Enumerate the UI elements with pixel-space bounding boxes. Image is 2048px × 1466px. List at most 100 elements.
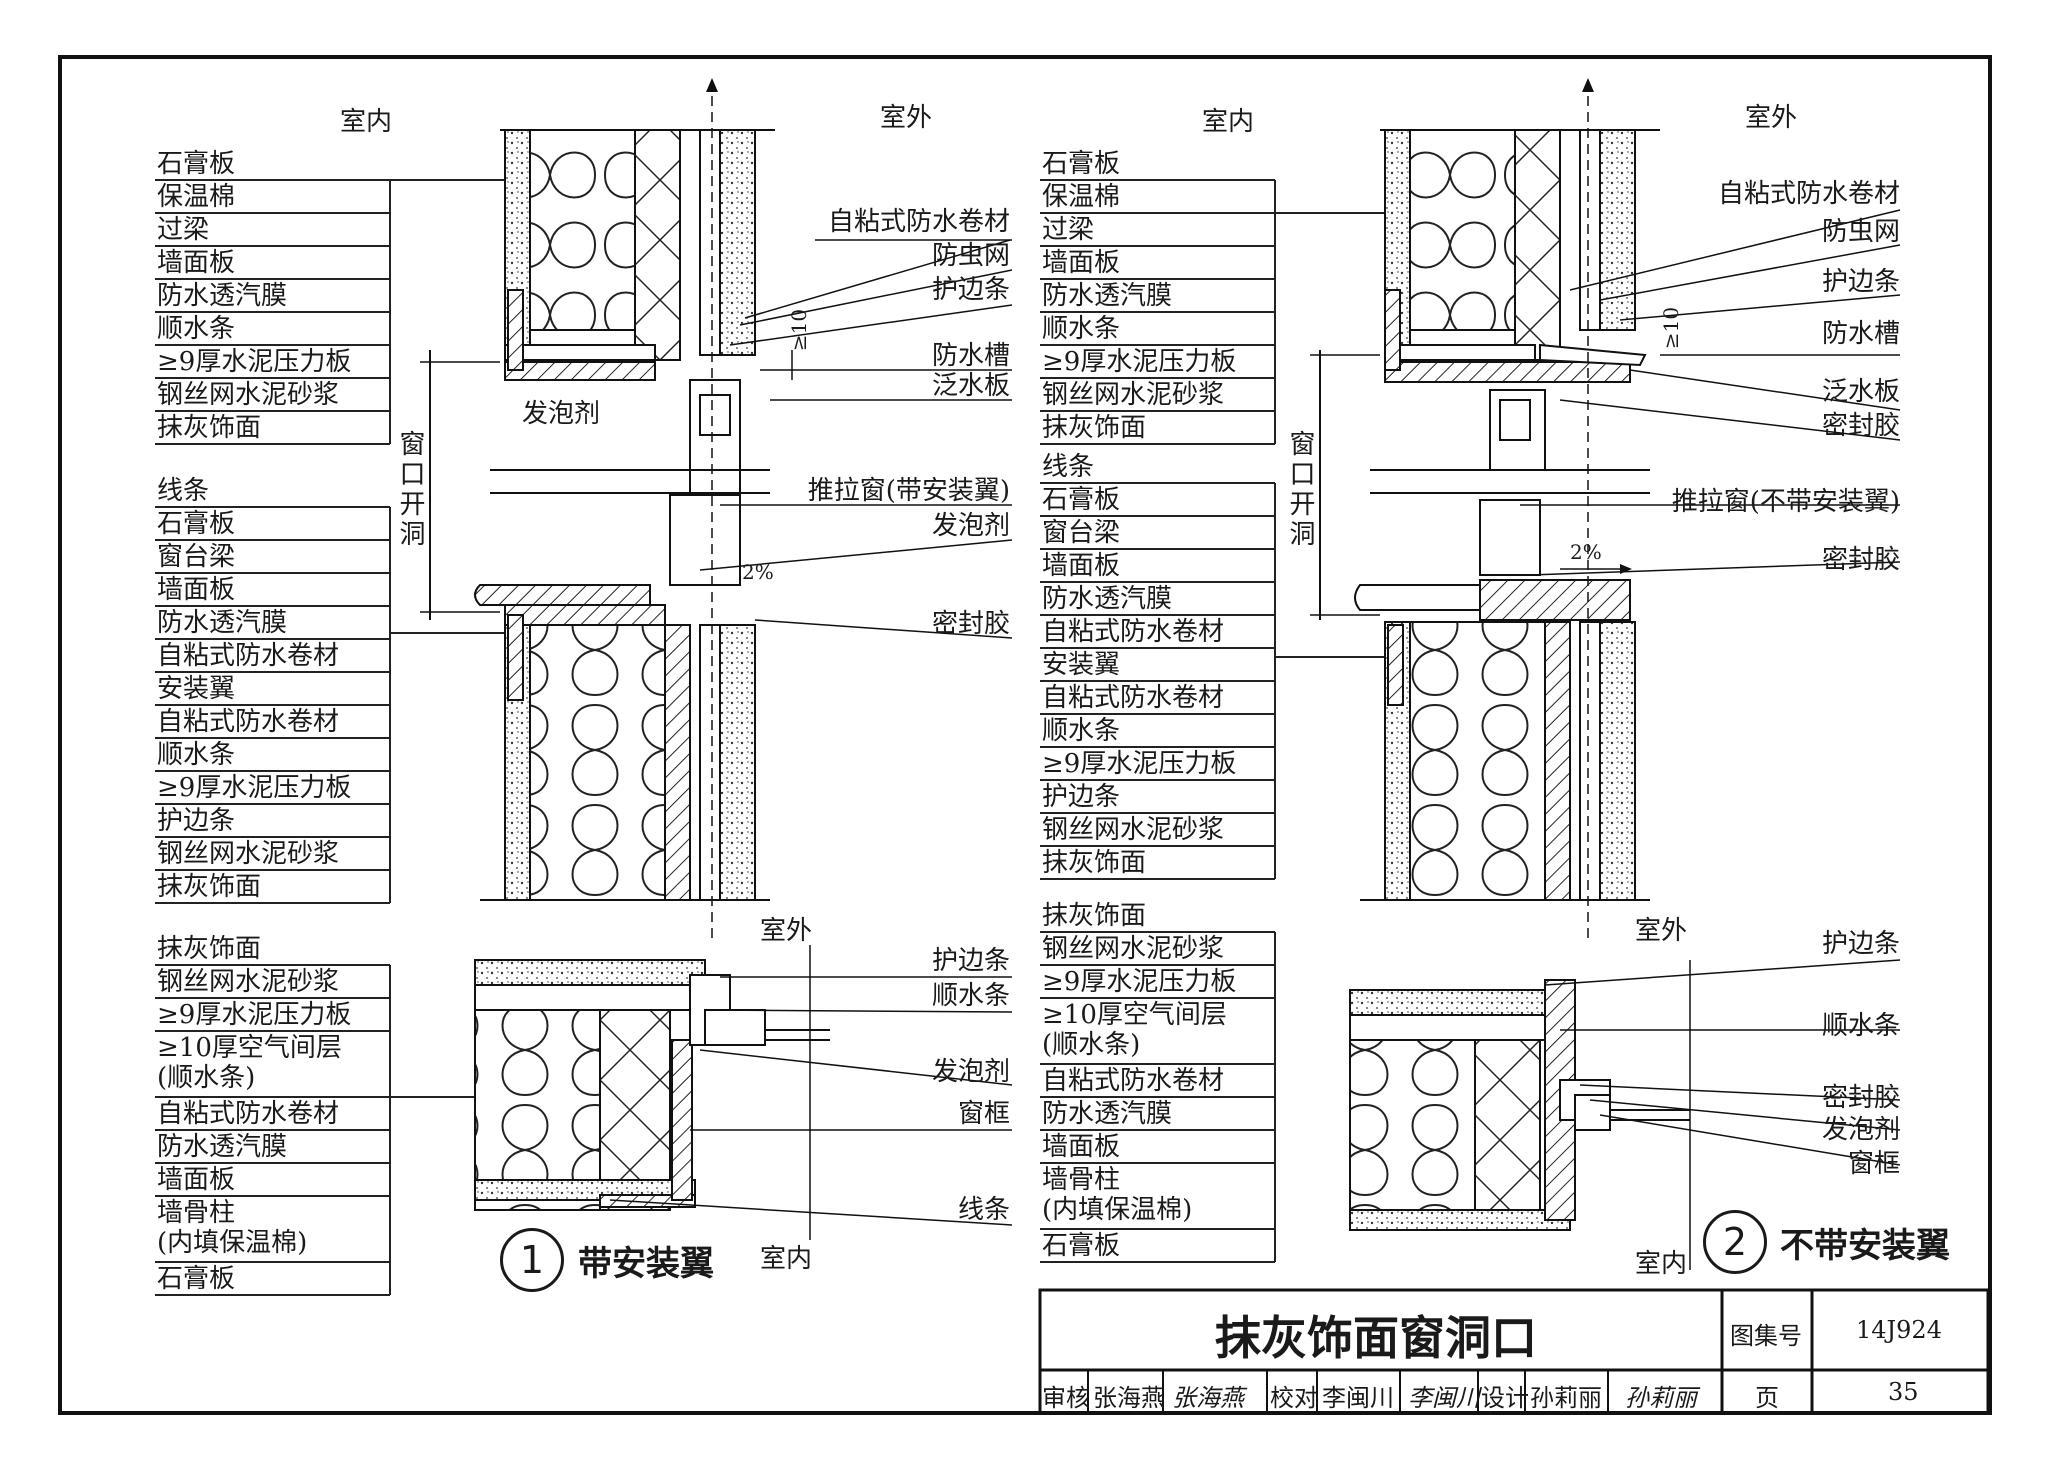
reviewer-signature: 张海燕 xyxy=(1172,1384,1244,1412)
list-item: 墙面板 xyxy=(157,575,236,605)
d1-plan-outdoor: 室外 xyxy=(760,916,813,946)
list-item: 钢丝网水泥砂浆 xyxy=(1042,934,1225,964)
list-item: 防虫网 xyxy=(1821,217,1900,247)
list-item: 防水槽 xyxy=(931,341,1010,371)
checker-signature: 李闽川 xyxy=(1408,1384,1480,1412)
d2-slope-label: 2% xyxy=(1570,540,1602,564)
list-item: 抹灰饰面 xyxy=(1042,901,1147,931)
list-item: 过梁 xyxy=(1042,215,1095,245)
d1-opening-label: 窗口开洞 xyxy=(395,430,425,550)
list-item: 石膏板 xyxy=(157,149,236,179)
sheet-border xyxy=(58,55,1992,1415)
d1-indoor-label: 室内 xyxy=(340,107,393,137)
d2-detail-title: 不带安装翼 xyxy=(1780,1226,1950,1266)
list-item: 墙骨柱 xyxy=(1042,1165,1121,1195)
list-item: 自粘式防水卷材 xyxy=(1042,683,1225,713)
list-item: 钢丝网水泥砂浆 xyxy=(157,967,340,997)
d1-dim-label: ≥10 xyxy=(787,308,812,352)
list-item: 护边条 xyxy=(1821,929,1900,959)
list-item: 护边条 xyxy=(1042,782,1121,812)
list-item: 顺水条 xyxy=(1821,1011,1900,1041)
list-item: 钢丝网水泥砂浆 xyxy=(1042,815,1225,845)
page-number: 35 xyxy=(1888,1378,1919,1406)
list-item: 石膏板 xyxy=(157,509,236,539)
list-item: (内填保温棉) xyxy=(157,1228,308,1258)
d2-dim-label: ≥10 xyxy=(1659,306,1684,350)
drawing-title: 抹灰饰面窗洞口 xyxy=(1215,1311,1537,1365)
list-item: 防虫网 xyxy=(931,241,1010,271)
list-item: (顺水条) xyxy=(157,1063,256,1093)
d1-foam-label: 发泡剂 xyxy=(522,399,601,429)
list-item: 线条 xyxy=(157,476,210,506)
list-item: ≥9厚水泥压力板 xyxy=(1042,347,1237,377)
list-item: 自粘式防水卷材 xyxy=(157,1099,340,1129)
list-item: 线条 xyxy=(957,1195,1010,1225)
list-item: 护边条 xyxy=(931,946,1010,976)
d1-plan-indoor: 室内 xyxy=(760,1244,813,1274)
detail-2-label-table xyxy=(1040,179,1560,1263)
list-item: 抹灰饰面 xyxy=(1042,413,1147,443)
list-item: 发泡剂 xyxy=(931,511,1010,541)
detail-1-section xyxy=(155,78,1013,1296)
list-item: 钢丝网水泥砂浆 xyxy=(1042,380,1225,410)
list-item: 过梁 xyxy=(157,215,210,245)
d2-plan-outdoor: 室外 xyxy=(1635,916,1688,946)
list-item: 顺水条 xyxy=(931,981,1010,1011)
d1-detail-title: 带安装翼 xyxy=(578,1244,714,1284)
list-item: 顺水条 xyxy=(1042,314,1121,344)
list-item: 防水透汽膜 xyxy=(1042,281,1173,311)
list-item: 窗框 xyxy=(957,1099,1010,1129)
list-item: 密封胶 xyxy=(1821,411,1900,441)
list-item: ≥9厚水泥压力板 xyxy=(157,347,352,377)
list-item: 护边条 xyxy=(1821,267,1900,297)
list-item: 保温棉 xyxy=(1042,182,1121,212)
list-item: 发泡剂 xyxy=(1821,1115,1900,1145)
list-item: 抹灰饰面 xyxy=(157,934,262,964)
list-item: 自粘式防水卷材 xyxy=(157,707,340,737)
d2-plan-indoor: 室内 xyxy=(1635,1249,1688,1279)
list-item: 自粘式防水卷材 xyxy=(157,641,340,671)
list-item: 安装翼 xyxy=(1042,650,1121,680)
list-item: 抹灰饰面 xyxy=(157,872,262,902)
designer-signature: 孙莉丽 xyxy=(1625,1384,1697,1412)
list-item: 泛水板 xyxy=(1821,377,1900,407)
design-label: 设计 xyxy=(1481,1384,1529,1412)
d2-outdoor-label: 室外 xyxy=(1745,103,1798,133)
detail-1-plan xyxy=(474,945,1013,1240)
title-block xyxy=(1038,1288,1990,1415)
list-item: 发泡剂 xyxy=(931,1057,1010,1087)
list-item: 墙面板 xyxy=(157,248,236,278)
list-item: 钢丝网水泥砂浆 xyxy=(157,380,340,410)
list-item: 保温棉 xyxy=(157,182,236,212)
list-item: 顺水条 xyxy=(157,314,236,344)
list-item: 自粘式防水卷材 xyxy=(1717,179,1900,209)
atlas-number: 14J924 xyxy=(1856,1316,1942,1344)
list-item: ≥10厚空气间层 xyxy=(1042,1000,1227,1030)
page-label: 页 xyxy=(1755,1384,1779,1412)
list-item: 线条 xyxy=(1042,452,1095,482)
designer-name: 孙莉丽 xyxy=(1530,1384,1602,1412)
list-item: 墙面板 xyxy=(1042,248,1121,278)
list-item: 窗框 xyxy=(1847,1149,1900,1179)
list-item: 自粘式防水卷材 xyxy=(827,207,1010,237)
list-item: 石膏板 xyxy=(1042,1231,1121,1261)
list-item: 防水透汽膜 xyxy=(1042,584,1173,614)
list-item: 抹灰饰面 xyxy=(1042,848,1147,878)
d1-outdoor-label: 室外 xyxy=(880,103,933,133)
list-item: 护边条 xyxy=(157,806,236,836)
list-item: 石膏板 xyxy=(1042,485,1121,515)
list-item: 安装翼 xyxy=(157,674,236,704)
list-item: 顺水条 xyxy=(1042,716,1121,746)
list-item: 顺水条 xyxy=(157,740,236,770)
list-item: ≥9厚水泥压力板 xyxy=(1042,967,1237,997)
list-item: 密封胶 xyxy=(931,609,1010,639)
list-item: ≥9厚水泥压力板 xyxy=(157,1000,352,1030)
d2-detail-number: 2 xyxy=(1703,1210,1767,1274)
reviewer-name: 张海燕 xyxy=(1093,1384,1165,1412)
d2-opening-label: 窗口开洞 xyxy=(1285,430,1315,550)
list-item: 钢丝网水泥砂浆 xyxy=(157,839,340,869)
list-item: 石膏板 xyxy=(157,1264,236,1294)
list-item: (顺水条) xyxy=(1042,1030,1141,1060)
list-item: 窗台梁 xyxy=(157,542,236,572)
